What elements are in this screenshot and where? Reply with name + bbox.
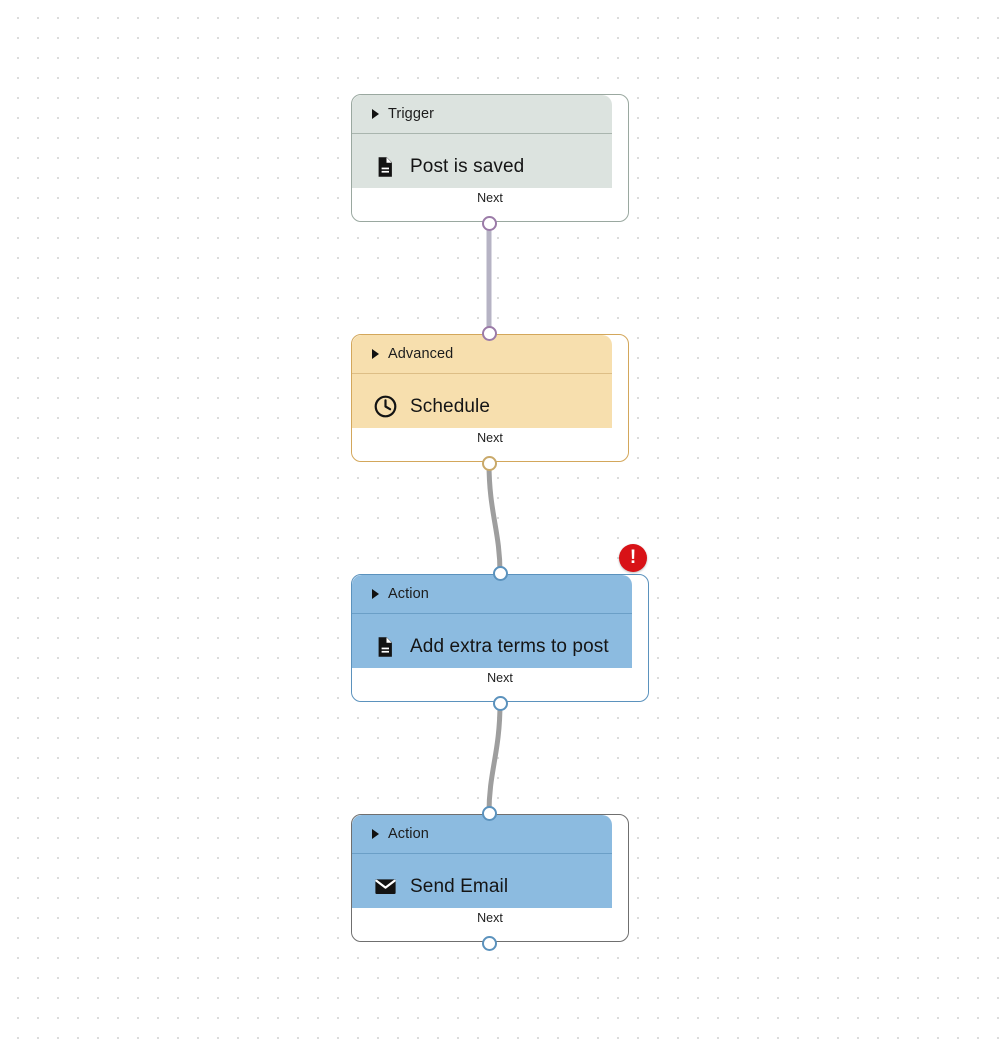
connector-handle-source[interactable] [481, 215, 497, 231]
node-category-header[interactable]: Advanced [352, 335, 612, 373]
node-divider [352, 133, 612, 134]
error-badge[interactable]: ! [619, 544, 647, 572]
node-category-label: Action [388, 826, 429, 842]
node-body[interactable]: Send Email [352, 854, 612, 919]
node-category-label: Action [388, 586, 429, 602]
node-category-header[interactable]: Action [352, 575, 632, 613]
envelope-icon [372, 874, 398, 900]
node-body[interactable]: Post is saved [352, 134, 612, 199]
node-category-header[interactable]: Action [352, 815, 612, 853]
connector-handle-target[interactable] [492, 565, 508, 581]
node-category-label: Advanced [388, 346, 454, 362]
document-icon [372, 634, 398, 660]
document-icon [372, 154, 398, 180]
node-category-label: Trigger [388, 106, 435, 122]
connector-handle-source[interactable] [492, 695, 508, 711]
node-next-label: Next [477, 191, 503, 205]
node-next-label: Next [477, 431, 503, 445]
node-next-label: Next [477, 911, 503, 925]
disclosure-triangle-icon[interactable] [372, 109, 379, 119]
disclosure-triangle-icon[interactable] [372, 829, 379, 839]
connector-handle-source[interactable] [481, 455, 497, 471]
error-exclamation-icon: ! [629, 546, 637, 568]
disclosure-triangle-icon[interactable] [372, 349, 379, 359]
node-category-header[interactable]: Trigger [352, 95, 612, 133]
connector-handle-target[interactable] [481, 325, 497, 341]
node-title: Add extra terms to post [410, 635, 609, 657]
node-title: Schedule [410, 395, 491, 417]
clock-icon [372, 394, 398, 420]
connector-handle-target[interactable] [481, 805, 497, 821]
node-title: Post is saved [410, 155, 525, 177]
connector-advanced-to-action-terms [486, 460, 503, 576]
node-title: Send Email [410, 875, 509, 897]
node-body[interactable]: Add extra terms to post [352, 614, 632, 679]
node-divider [352, 373, 612, 374]
connector-handle-terminal[interactable] [481, 935, 497, 951]
disclosure-triangle-icon[interactable] [372, 589, 379, 599]
connector-action-terms-to-send-email [486, 700, 503, 816]
node-next-label: Next [487, 671, 513, 685]
node-divider [352, 613, 632, 614]
node-divider [352, 853, 612, 854]
node-body[interactable]: Schedule [352, 374, 612, 439]
